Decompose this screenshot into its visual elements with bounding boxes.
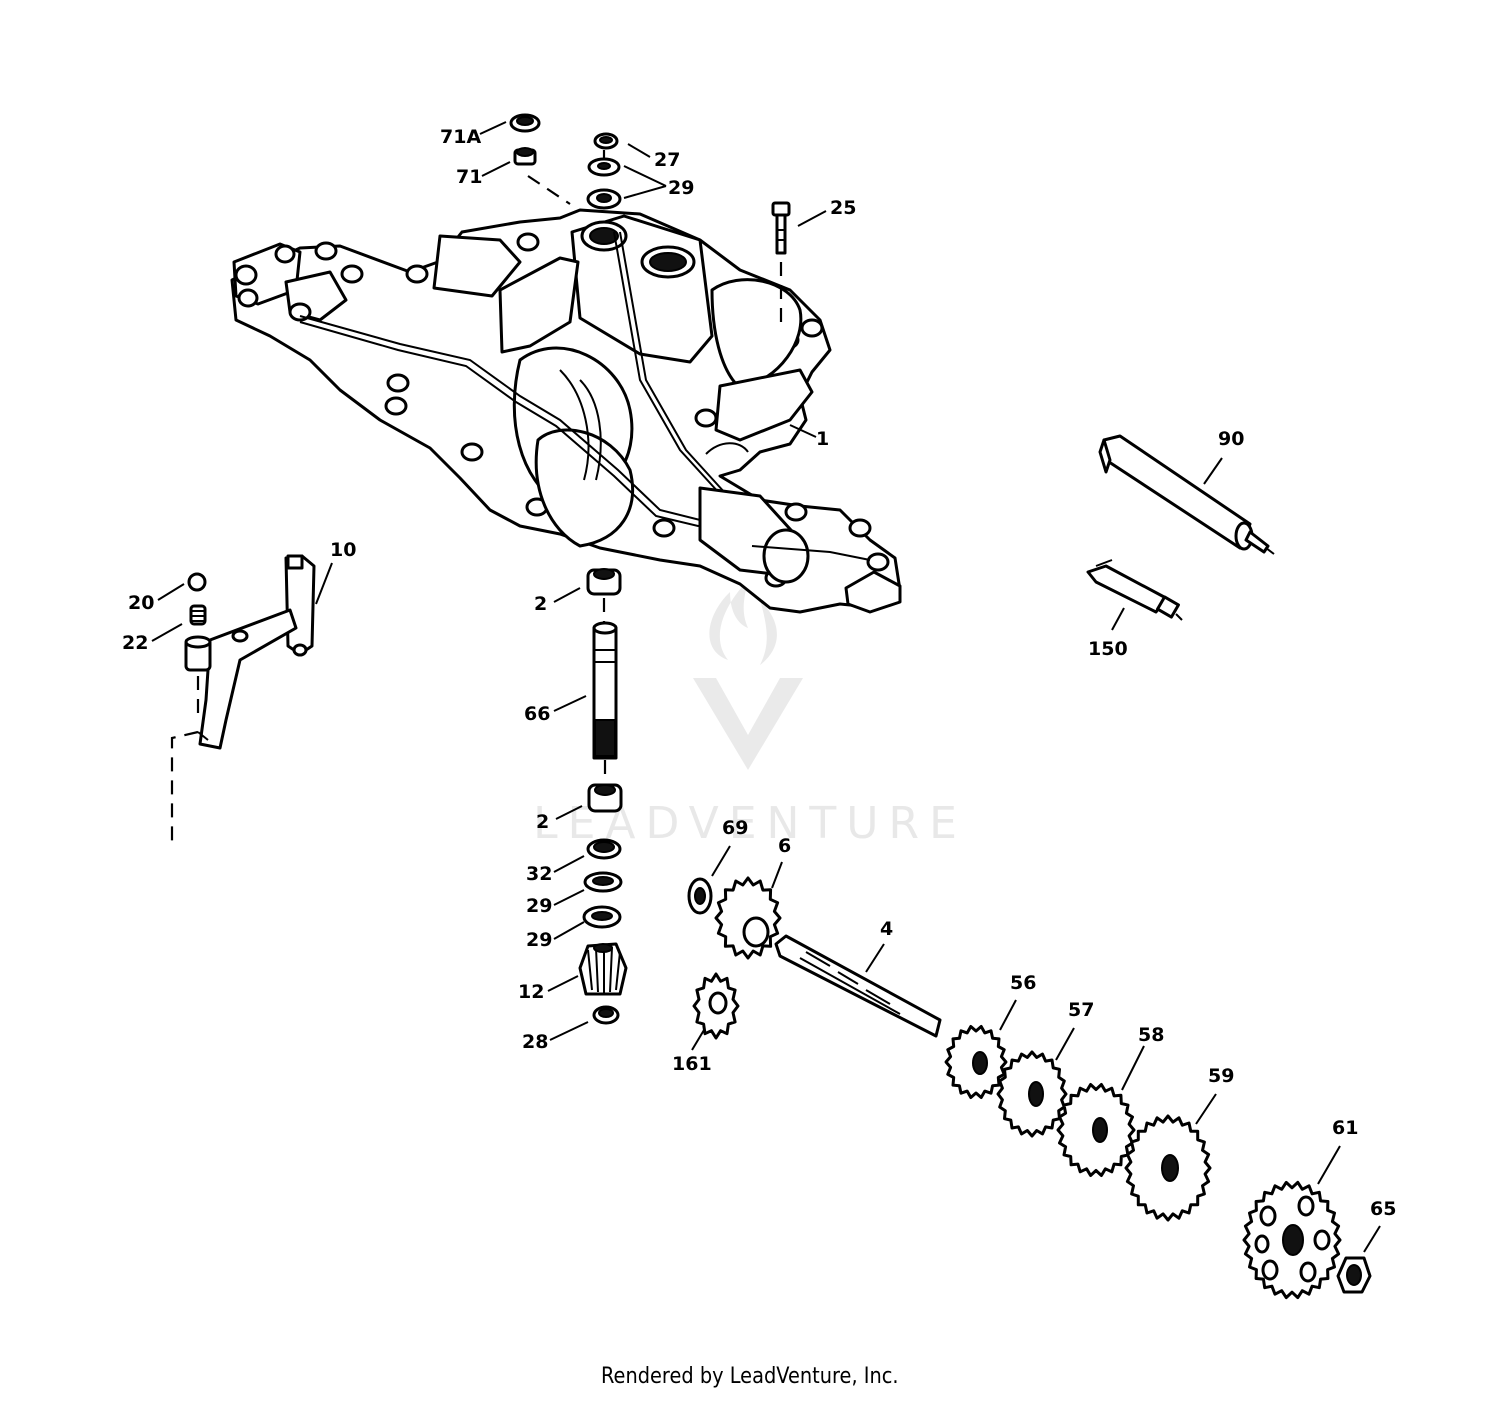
callout-32: 32 [526, 863, 552, 885]
part-29-washer-lower-1 [583, 871, 623, 893]
part-29-washers-top [586, 157, 622, 210]
part-161-gear [692, 972, 740, 1040]
part-22-spring [189, 604, 207, 626]
callout-90: 90 [1218, 428, 1244, 450]
callout-1: 1 [816, 428, 829, 450]
footer-credit: Rendered by LeadVenture, Inc. [600, 1364, 899, 1389]
callout-69: 69 [722, 817, 748, 839]
callout-61: 61 [1332, 1117, 1358, 1139]
part-27-ring [593, 132, 619, 150]
callout-2-lower: 2 [536, 811, 549, 833]
callout-56: 56 [1010, 972, 1036, 994]
callout-58: 58 [1138, 1024, 1164, 1046]
callout-12: 12 [518, 981, 544, 1003]
callout-2-upper: 2 [534, 593, 547, 615]
part-25-bolt [771, 201, 791, 255]
callout-22: 22 [122, 632, 148, 654]
callout-28: 28 [522, 1031, 548, 1053]
callout-161: 161 [672, 1053, 712, 1075]
part-57-gear [996, 1050, 1068, 1138]
callout-59: 59 [1208, 1065, 1234, 1087]
part-6-gear [714, 876, 782, 960]
part-32-washer [586, 838, 622, 860]
callout-71: 71 [456, 166, 482, 188]
part-71A-seal [509, 113, 541, 133]
callout-150: 150 [1088, 638, 1128, 660]
part-69-washer [687, 877, 713, 915]
callout-29-top: 29 [668, 177, 694, 199]
part-150-lube-pack [1086, 559, 1183, 621]
part-20-ball [187, 572, 207, 592]
callout-65: 65 [1370, 1198, 1396, 1220]
callout-66: 66 [524, 703, 550, 725]
callout-57: 57 [1068, 999, 1094, 1021]
part-58-gear [1056, 1083, 1136, 1177]
part-10-shift-fork [197, 554, 316, 750]
leader-lines [151, 121, 1381, 1253]
callout-10: 10 [330, 539, 356, 561]
callout-4: 4 [880, 918, 893, 940]
part-61-gear [1242, 1180, 1342, 1300]
callout-25: 25 [830, 197, 856, 219]
part-2-bearing-upper [586, 568, 622, 596]
part-71-bushing [513, 147, 537, 166]
callout-labels: 71A 71 27 29 25 1 90 150 10 20 22 2 66 2… [122, 126, 1396, 1220]
part-4-shaft [774, 934, 942, 1038]
transaxle-housing [230, 208, 902, 614]
callout-29-lower-2: 29 [526, 929, 552, 951]
part-29-washer-lower-2 [582, 905, 622, 929]
callout-71a: 71A [440, 126, 481, 148]
part-2-bearing-lower [587, 783, 623, 813]
callout-29-lower-1: 29 [526, 895, 552, 917]
part-90-grease-tube [1098, 434, 1275, 555]
callout-27: 27 [654, 149, 680, 171]
callout-20: 20 [128, 592, 154, 614]
part-56-gear [944, 1025, 1008, 1099]
part-65-nut [1336, 1256, 1372, 1294]
part-fork-pin [184, 635, 212, 672]
part-12-bevel-pinion [578, 942, 628, 996]
callout-6: 6 [778, 835, 791, 857]
part-66-shaft [592, 621, 618, 760]
part-59-gear [1124, 1114, 1212, 1222]
part-28-snap-ring [592, 1005, 620, 1025]
